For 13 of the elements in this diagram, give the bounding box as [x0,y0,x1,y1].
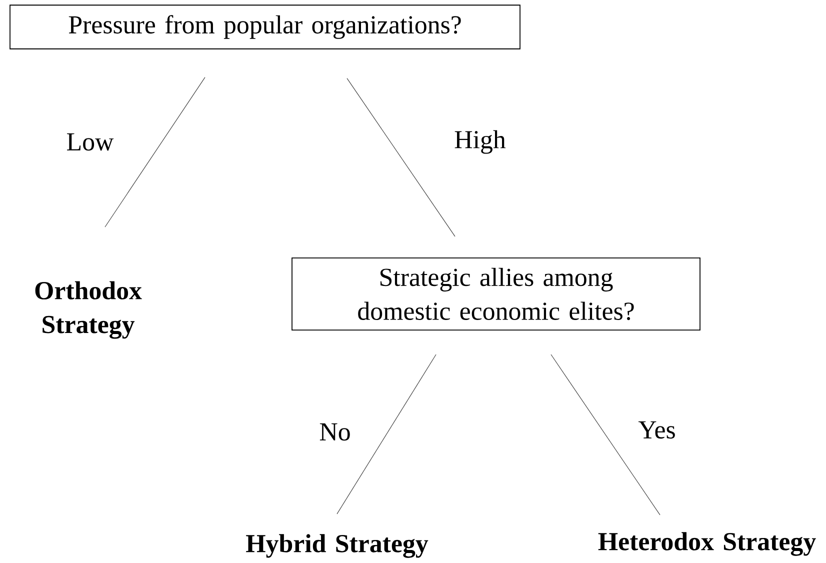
outcome-label: Heterodox Strategy [598,532,816,556]
question-box: Strategic allies among domestic economic elites? [292,257,700,331]
branch-line [104,77,206,228]
branch-line [336,354,436,514]
branch-line [550,354,660,516]
edge-label: High [453,129,507,155]
outcome-label: Hybrid Strategy [246,534,428,558]
branch-line [346,78,456,237]
edge-label: No [318,422,352,442]
edge-label: Low [65,132,115,152]
outcome-label: Orthodox Strategy [35,281,142,339]
question-box: Pressure from popular organizations? [10,4,520,50]
edge-label: Yes [637,420,677,440]
